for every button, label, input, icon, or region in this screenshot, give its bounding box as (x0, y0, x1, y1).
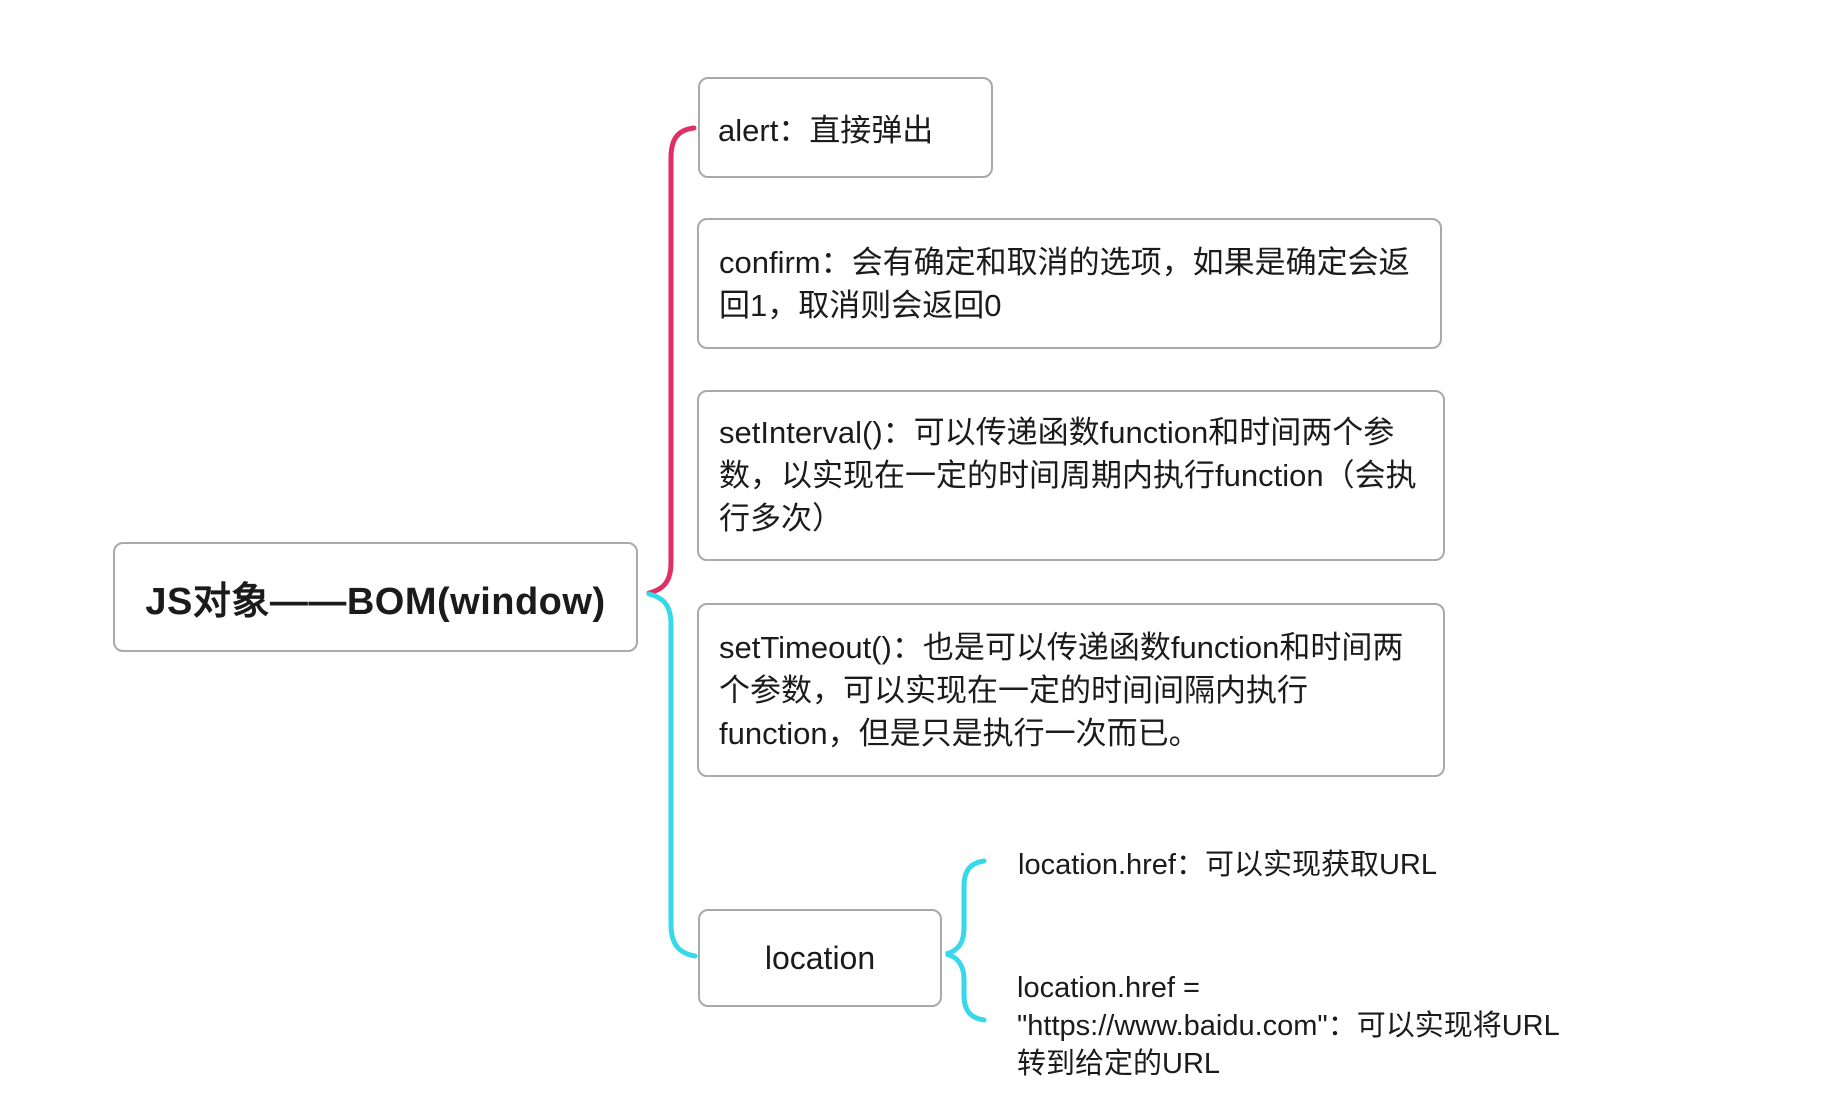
node-settimeout-label: setTimeout()：也是可以传递函数function和时间两个参数，可以实… (719, 629, 1404, 751)
node-location-label: location (764, 939, 876, 976)
node-root[interactable]: JS对象——BOM(window) (113, 542, 638, 652)
leaf-location-href-get-label: location.href：可以实现获取URL (1018, 849, 1437, 881)
node-confirm-label: confirm：会有确定和取消的选项，如果是确定会返回1，取消则会返回0 (719, 244, 1410, 323)
node-setinterval-label: setInterval()：可以传递函数function和时间两个参数，以实现在… (719, 415, 1417, 536)
leaf-location-href-set[interactable]: location.href = "https://www.baidu.com"：… (1017, 969, 1560, 1083)
node-alert[interactable]: alert：直接弹出 (698, 77, 993, 178)
leaf-location-href-set-line1: location.href = (1017, 972, 1200, 1004)
top-branch-line (646, 125, 697, 596)
bottom-branch-line (646, 591, 698, 959)
location-brace (945, 858, 987, 1023)
node-location[interactable]: location (698, 909, 942, 1007)
node-root-label: JS对象——BOM(window) (145, 580, 606, 623)
node-settimeout[interactable]: setTimeout()：也是可以传递函数function和时间两个参数，可以实… (697, 603, 1445, 777)
node-confirm[interactable]: confirm：会有确定和取消的选项，如果是确定会返回1，取消则会返回0 (697, 218, 1442, 349)
leaf-location-href-set-line2: "https://www.baidu.com"：可以实现将URL (1017, 1010, 1560, 1042)
leaf-location-href-get[interactable]: location.href：可以实现获取URL (1018, 846, 1437, 884)
node-setinterval[interactable]: setInterval()：可以传递函数function和时间两个参数，以实现在… (697, 390, 1445, 561)
leaf-location-href-set-line3: 转到给定的URL (1017, 1048, 1221, 1080)
node-alert-label: alert：直接弹出 (718, 113, 934, 148)
